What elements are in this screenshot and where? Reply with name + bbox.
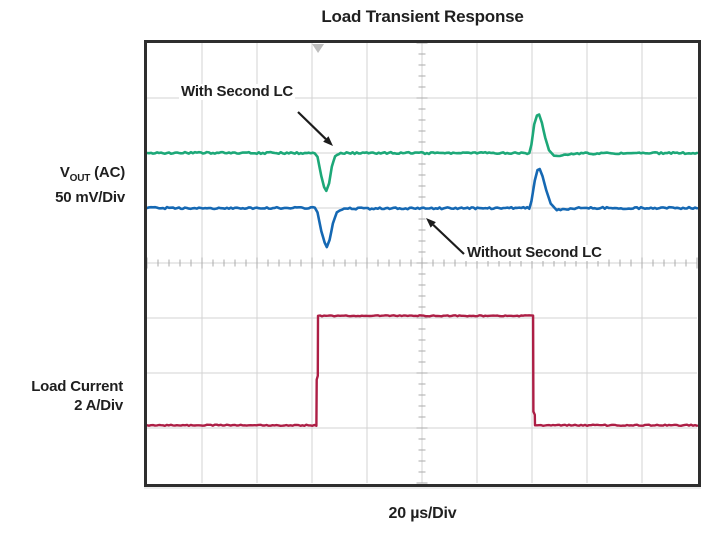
channel-label-vout: VOUT (AC) 50 mV/Div [55,163,125,207]
annotation-with-second-lc: With Second LC [179,83,296,100]
annotation-arrow [297,111,327,140]
vout-scale: 50 mV/Div [55,189,125,206]
load-scale: 2 A/Div [74,397,123,414]
vout-subscript: OUT [69,173,91,184]
chart-title: Load Transient Response [321,7,524,26]
vout-suffix: (AC) [90,164,125,181]
annotation-arrowhead-icon [426,218,436,228]
trace-vout-ac-with-second-lc [147,113,698,193]
time-scale-label: 20 µs/Div [388,505,457,522]
annotation-arrow [432,224,465,255]
scope-canvas [147,43,698,484]
annotation-arrowhead-icon [323,136,333,146]
trigger-marker-icon [312,44,325,53]
trace-load-current [147,314,698,427]
trace-vout-ac-without-second-lc [147,167,698,249]
load-channel-name: Load Current [31,378,123,395]
oscilloscope-plot-area: With Second LC Without Second LC [144,40,701,487]
vout-channel-name: VOUT (AC) [55,163,125,188]
vout-prefix: V [59,164,70,181]
annotation-without-second-lc: Without Second LC [465,244,604,261]
channel-label-load-current: Load Current 2 A/Div [31,377,123,415]
